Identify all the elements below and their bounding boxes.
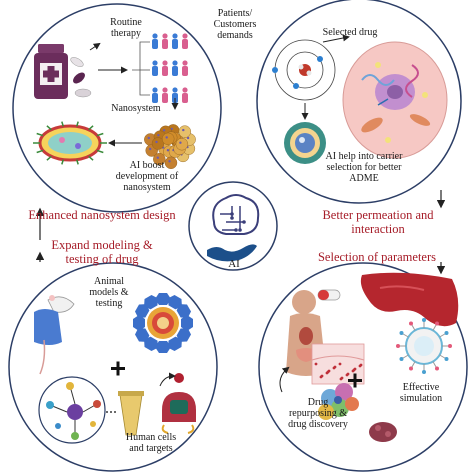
panel-top-right bbox=[256, 0, 462, 204]
brain-circuit-icon bbox=[212, 194, 260, 235]
arrow bbox=[322, 34, 350, 43]
panel-bottom-left bbox=[8, 262, 218, 472]
heading-parameters: Selection of parameters bbox=[317, 250, 436, 264]
heading-enhanced: Enhanced nanosystem design bbox=[28, 208, 176, 222]
receptor-icon bbox=[159, 372, 196, 434]
people-group-icon bbox=[152, 33, 188, 103]
label-effective-simulation: Effective simulation bbox=[399, 382, 443, 404]
panel-top-left bbox=[12, 3, 222, 213]
label-drug-repurposing: Drug repurposing & drug discovery bbox=[288, 397, 348, 430]
organ-icon bbox=[360, 272, 459, 327]
arrow bbox=[279, 366, 290, 393]
cell-icon bbox=[342, 41, 448, 159]
label-ai-help: AI help into carrier selection for bette… bbox=[325, 151, 403, 184]
label-ai: AI bbox=[228, 258, 240, 270]
panel-bottom-right bbox=[258, 262, 468, 472]
liposome-icon bbox=[33, 121, 107, 165]
pill-bottle-icon bbox=[34, 44, 92, 99]
plus-icon bbox=[348, 373, 362, 388]
label-patients-demands: Patients/ Customers demands bbox=[213, 8, 257, 41]
label-selected-drug: Selected drug bbox=[322, 27, 378, 38]
label-ai-boost: AI boost development of nanosystem bbox=[115, 160, 179, 193]
panel-center bbox=[188, 181, 278, 271]
cell-cluster-icon bbox=[318, 383, 359, 420]
label-nanosystem: Nanosystem bbox=[111, 103, 161, 114]
capsule-icon bbox=[317, 289, 341, 301]
atom-icon bbox=[272, 39, 336, 101]
label-human-cells: Human cells and targets bbox=[125, 432, 177, 454]
hand-icon bbox=[207, 244, 257, 262]
heading-permeation: Better permeation and interaction bbox=[322, 208, 434, 236]
mouse-icon bbox=[34, 295, 75, 375]
arrow bbox=[89, 42, 101, 51]
virus-icon bbox=[396, 318, 452, 374]
label-routine-therapy: Routine therapy bbox=[110, 17, 142, 39]
label-animal-models: Animal models & testing bbox=[89, 276, 129, 309]
heading-modeling: Expand modeling & testing of drug bbox=[51, 238, 153, 266]
tumor-icon bbox=[369, 422, 397, 442]
antibody-icon bbox=[38, 376, 106, 444]
plus-icon bbox=[111, 361, 125, 376]
test-tube-icon bbox=[118, 391, 144, 436]
branch-lines bbox=[132, 41, 150, 96]
carrier-particle-icon bbox=[284, 122, 326, 164]
protein-icon bbox=[133, 293, 193, 353]
nanoparticle-cluster-icon bbox=[144, 124, 196, 170]
